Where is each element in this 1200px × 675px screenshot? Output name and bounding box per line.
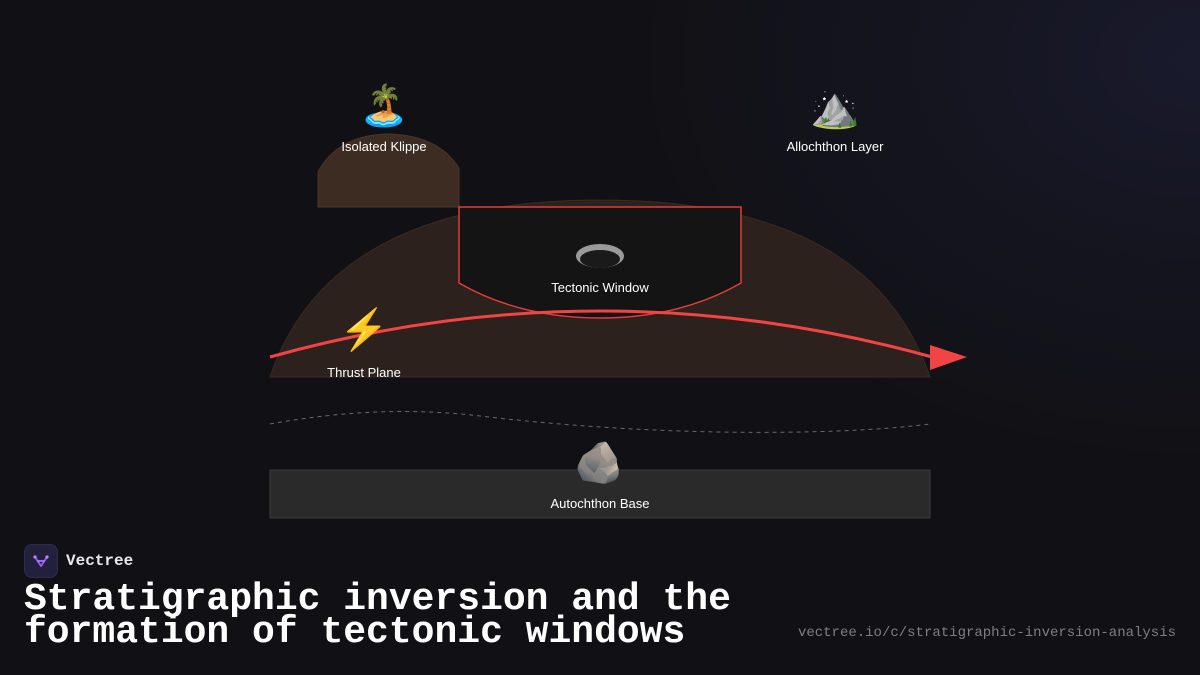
hole-icon [576, 244, 624, 268]
label-thrust-plane: Thrust Plane [327, 365, 401, 380]
thrust-plane-line [269, 309, 933, 359]
klippe-shape [317, 133, 460, 208]
brand[interactable]: Vectree [24, 544, 133, 578]
autochthon-base [269, 469, 931, 519]
thrust-arrowhead [930, 345, 967, 370]
mountain-icon: ⛰️ [810, 86, 860, 130]
label-autochthon-base: Autochthon Base [550, 496, 650, 511]
brand-name: Vectree [66, 552, 134, 570]
island-icon: 🏝️ [359, 84, 409, 128]
contact-line [269, 411, 931, 433]
page-url[interactable]: vectree.io/c/stratigraphic-inversion-ana… [797, 625, 1176, 641]
lightning-icon: ⚡ [339, 308, 389, 352]
label-allochthon-layer: Allochthon Layer [786, 139, 884, 154]
label-tectonic-window: Tectonic Window [551, 280, 649, 295]
label-isolated-klippe: Isolated Klippe [341, 139, 427, 154]
page-title: Stratigraphic inversion and the formatio… [24, 578, 731, 654]
rock-icon: 🪨 [574, 441, 624, 485]
vectree-logo-icon [24, 544, 58, 578]
